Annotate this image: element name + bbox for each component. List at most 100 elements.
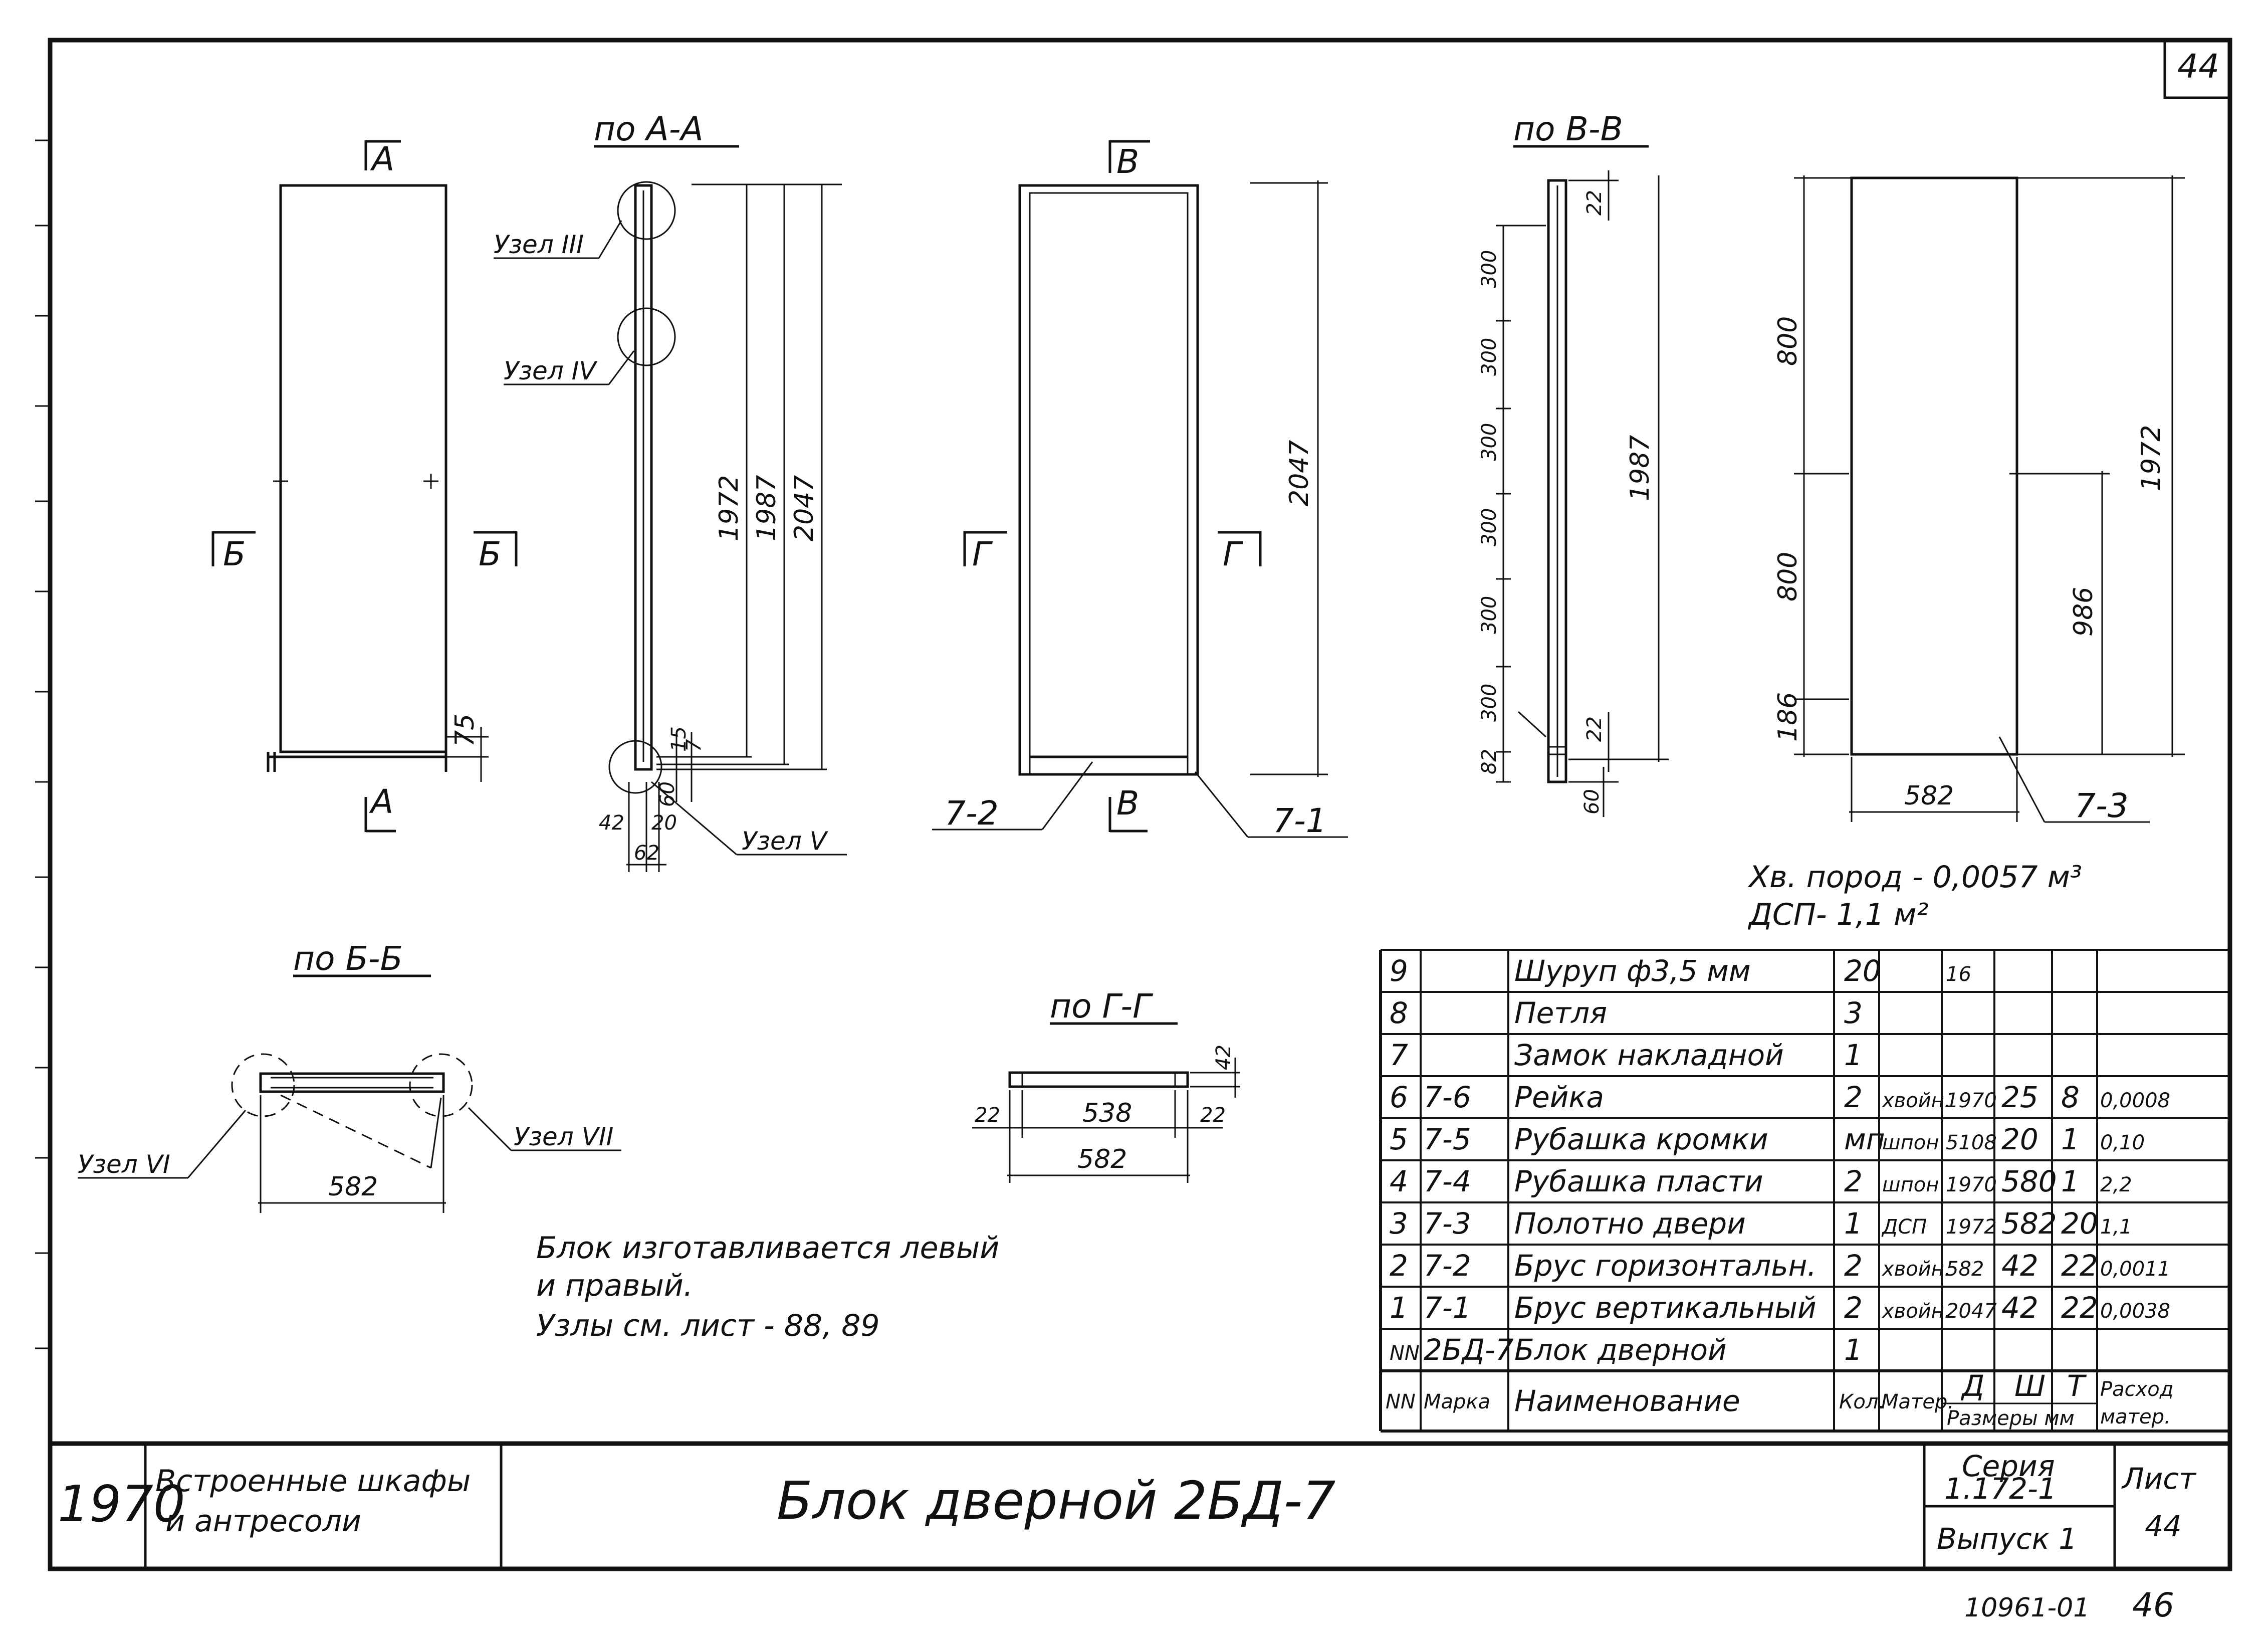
table-header-w: Ш bbox=[2014, 1369, 2046, 1403]
table-cell-consumption: 0,10 bbox=[2100, 1131, 2145, 1154]
table-cell-consumption: 0,0011 bbox=[2100, 1258, 2170, 1281]
table-cell-qty: 1 bbox=[1844, 1038, 1863, 1072]
svg-text:582: 582 bbox=[328, 1172, 378, 1202]
svg-text:Б: Б bbox=[223, 535, 246, 573]
svg-text:Узел VII: Узел VII bbox=[514, 1122, 613, 1151]
panel-view: 800 800 186 1972 986 582 7-3 bbox=[1773, 175, 2185, 825]
cut-mark-v-top: В bbox=[1108, 140, 1150, 181]
front-view: A A Б Б 75 bbox=[211, 140, 518, 833]
section-vv-title: по В-В bbox=[1513, 110, 1623, 148]
table-cell-thickness: 22 bbox=[2061, 1291, 2098, 1325]
svg-text:538: 538 bbox=[1082, 1098, 1132, 1128]
table-cell-length: 1970 bbox=[1946, 1089, 1997, 1112]
dim-75: 75 bbox=[446, 714, 489, 782]
sheet-value: 44 bbox=[2145, 1509, 2182, 1543]
svg-text:582: 582 bbox=[1904, 781, 1954, 811]
node-7-label: Узел VII bbox=[468, 1107, 621, 1151]
table-cell-material: шпон bbox=[1882, 1173, 1939, 1196]
table-cell-nn: 1 bbox=[1390, 1291, 1408, 1325]
sheet-number-box: 44 bbox=[2163, 39, 2231, 99]
section-gg: по Г-Г 42 22 538 22 582 bbox=[972, 987, 1240, 1183]
table-cell-length: 16 bbox=[1946, 963, 1971, 986]
table-cell-nn: 8 bbox=[1390, 996, 1408, 1030]
section-aa-title: по А-А bbox=[594, 110, 704, 148]
series-label: Серия bbox=[1962, 1449, 2055, 1483]
table-cell-width: 25 bbox=[2001, 1080, 2038, 1114]
table-cell-nn: 2 bbox=[1390, 1249, 1408, 1283]
svg-text:300: 300 bbox=[1478, 596, 1501, 634]
svg-text:В: В bbox=[1116, 784, 1139, 823]
svg-text:62: 62 bbox=[634, 842, 659, 865]
svg-text:20: 20 bbox=[651, 811, 677, 835]
binding-margin-ticks bbox=[35, 40, 52, 1569]
svg-text:800: 800 bbox=[1773, 552, 1803, 601]
section-vv: по В-В 300 300 300 300 300 300 82 1987 2… bbox=[1478, 110, 1669, 817]
table-cell-mark: 2БД-7 bbox=[1424, 1333, 1514, 1367]
table-header-mark: Марка bbox=[1424, 1390, 1490, 1413]
svg-text:22: 22 bbox=[975, 1104, 1000, 1127]
section-bb: по Б-Б 582 Узел VI Узел VII bbox=[78, 939, 621, 1213]
materials-chipboard: ДСП- 1,1 м² bbox=[1747, 897, 1928, 932]
svg-text:Б: Б bbox=[479, 535, 501, 573]
node-4-label: Узел IV bbox=[504, 350, 635, 385]
cut-mark-a-bottom: A bbox=[364, 782, 396, 833]
table-cell-qty: 2 bbox=[1844, 1080, 1863, 1114]
svg-text:60: 60 bbox=[1580, 789, 1604, 814]
svg-text:75: 75 bbox=[450, 714, 480, 747]
dim-2047-frame: 2047 bbox=[1284, 440, 1314, 506]
table-cell-material: хвойн. bbox=[1881, 1258, 1951, 1281]
table-cell-mark: 7-5 bbox=[1424, 1122, 1471, 1156]
table-cell-nn: 5 bbox=[1390, 1122, 1408, 1156]
svg-text:800: 800 bbox=[1773, 316, 1803, 366]
cut-mark-g-right: Г bbox=[1218, 531, 1262, 573]
svg-text:60: 60 bbox=[656, 781, 679, 807]
note-line-3: Узлы см. лист - 88, 89 bbox=[536, 1308, 880, 1343]
table-cell-qty: 2 bbox=[1844, 1291, 1863, 1325]
table-cell-mark: 7-4 bbox=[1424, 1164, 1471, 1198]
svg-text:300: 300 bbox=[1478, 423, 1501, 461]
table-header-consumption-2: матер. bbox=[2100, 1405, 2171, 1429]
table-cell-name: Шуруп ф3,5 мм bbox=[1514, 954, 1751, 988]
svg-text:7-3: 7-3 bbox=[2075, 786, 2129, 825]
node-5-label: Узел V bbox=[651, 781, 847, 856]
table-cell-width: 580 bbox=[2001, 1164, 2057, 1198]
table-cell-length: 1972 bbox=[1946, 1215, 1997, 1239]
svg-text:300: 300 bbox=[1478, 508, 1501, 546]
table-cell-name: Брус вертикальный bbox=[1514, 1291, 1817, 1325]
table-cell-name: Петля bbox=[1514, 996, 1607, 1030]
svg-text:22: 22 bbox=[1583, 190, 1606, 216]
table-header-sizes: Размеры мм bbox=[1947, 1407, 2075, 1430]
table-cell-consumption: 2,2 bbox=[2100, 1173, 2132, 1196]
cut-mark-b-right: Б bbox=[474, 531, 518, 573]
svg-text:22: 22 bbox=[1200, 1104, 1226, 1127]
svg-text:Узел IV: Узел IV bbox=[504, 356, 598, 385]
table-header-nn: NN bbox=[1386, 1390, 1416, 1413]
cut-mark-v-bottom: В bbox=[1108, 784, 1148, 833]
table-cell-qty: 1 bbox=[1844, 1206, 1863, 1241]
table-cell-qty: 20 bbox=[1844, 954, 1881, 988]
table-cell-name: Рубашка кромки bbox=[1514, 1122, 1768, 1156]
drawing-title: Блок дверной 2БД-7 bbox=[777, 1470, 1335, 1531]
section-bb-title: по Б-Б bbox=[293, 939, 403, 978]
svg-text:7-1: 7-1 bbox=[1273, 801, 1327, 840]
table-cell-width: 42 bbox=[2001, 1291, 2038, 1325]
table-cell-material: ДСП bbox=[1881, 1215, 1927, 1239]
svg-text:A: A bbox=[369, 782, 393, 821]
svg-text:Г: Г bbox=[1223, 535, 1244, 573]
svg-text:582: 582 bbox=[1077, 1144, 1127, 1174]
section-gg-title: по Г-Г bbox=[1050, 987, 1154, 1026]
table-cell-consumption: 0,0008 bbox=[2100, 1089, 2170, 1112]
svg-text:Узел V: Узел V bbox=[742, 827, 829, 856]
svg-text:42: 42 bbox=[599, 811, 624, 835]
frame-view: В В Г Г 2047 7-2 7-1 bbox=[932, 140, 1348, 840]
svg-text:300: 300 bbox=[1478, 250, 1501, 288]
table-cell-thickness: 20 bbox=[2061, 1206, 2098, 1241]
table-cell-thickness: 8 bbox=[2061, 1080, 2080, 1114]
section-aa: по А-А Узел III Узел IV Узел V 1972 bbox=[494, 110, 847, 872]
table-header-qty: Кол. bbox=[1839, 1390, 1885, 1413]
materials-softwood: Хв. пород - 0,0057 м³ bbox=[1747, 860, 2082, 895]
table-cell-length: 1970 bbox=[1946, 1173, 1997, 1196]
cut-mark-b-left: Б bbox=[211, 531, 256, 573]
svg-text:82: 82 bbox=[1478, 749, 1501, 774]
